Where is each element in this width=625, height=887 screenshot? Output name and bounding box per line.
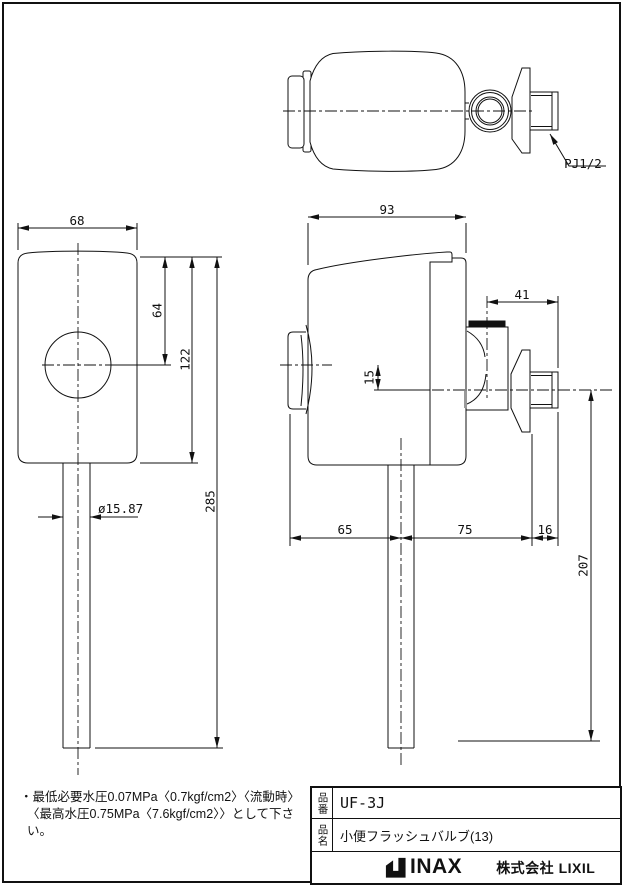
logo-row: INAX 株式会社 LIXIL [312, 854, 620, 879]
dim-16: 16 [537, 522, 553, 537]
dim-285: 285 [202, 490, 218, 513]
part-no-label: 品番 [312, 788, 333, 818]
pressure-notes: ・最低必要水圧0.07MPa〈0.7kgf/cm2〉〈流動時〉 〈最高水圧0.7… [20, 789, 308, 840]
title-block-row-part-name: 品名 小便フラッシュバルブ(13) [312, 819, 620, 852]
dim-65: 65 [337, 522, 353, 537]
brand-name: INAX [410, 854, 463, 878]
part-name-value: 小便フラッシュバルブ(13) [340, 828, 494, 844]
title-block-row-logo: INAX 株式会社 LIXIL [312, 852, 620, 883]
dim-68: 68 [69, 213, 85, 228]
company-name: 株式会社 LIXIL [496, 859, 596, 876]
dim-122: 122 [177, 348, 193, 371]
pressure-note-line2: 〈最高水圧0.75MPa〈7.6kgf/cm2〉〉として下さい。 [27, 807, 295, 838]
label-thread-type: PJ1/2 [564, 156, 602, 171]
inax-logo-icon [385, 857, 406, 878]
pressure-note-line1: ・最低必要水圧0.07MPa〈0.7kgf/cm2〉〈流動時〉 [20, 790, 300, 804]
dim-64: 64 [149, 302, 165, 319]
dim-207: 207 [575, 554, 591, 577]
title-block-row-part-no: 品番 UF-3J [312, 788, 620, 819]
part-no-value: UF-3J [340, 794, 386, 812]
title-block: 品番 UF-3J 品名 小便フラッシュバルブ(13) INAX 株式会社 LIX… [310, 786, 622, 885]
dim-41: 41 [514, 287, 530, 302]
part-name-label: 品名 [312, 819, 333, 851]
dim-pipe-diameter: ø15.87 [98, 501, 144, 516]
dim-93: 93 [379, 202, 395, 217]
dim-15: 15 [361, 369, 377, 386]
dim-75: 75 [457, 522, 473, 537]
